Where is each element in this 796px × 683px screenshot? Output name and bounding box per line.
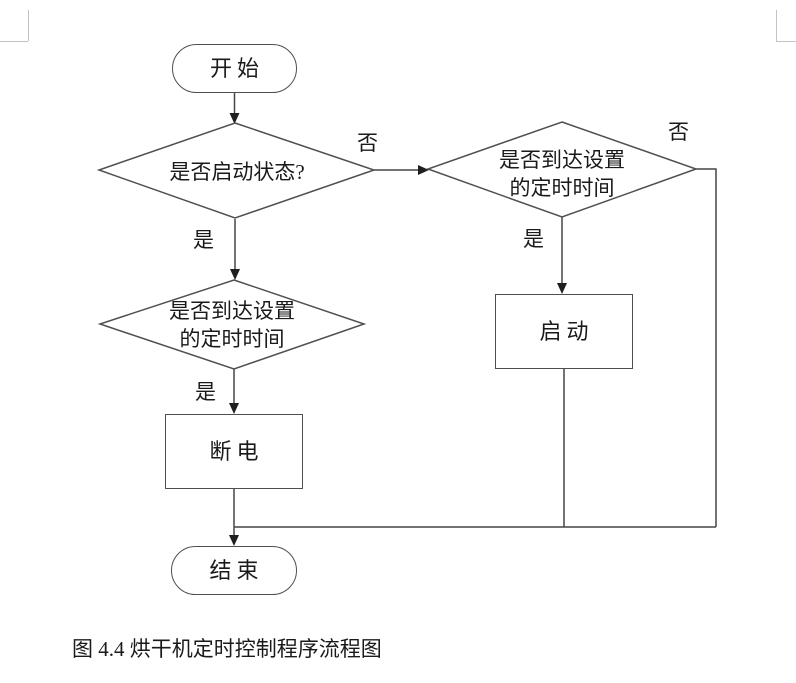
arrowhead-into-end	[229, 535, 239, 546]
decision-diamond-running-state	[96, 122, 377, 219]
line-decision2-no-loop	[696, 168, 717, 527]
end-label: 结束	[209, 557, 264, 583]
branch-yes-decision3: 是	[195, 380, 216, 404]
power-off-process: 断电	[165, 414, 303, 489]
arrowheads	[229, 113, 567, 546]
arrowhead-into-decision1	[229, 113, 240, 124]
margin-mark-top-left-vertical	[28, 10, 29, 41]
decision-diamond-timer-right	[425, 121, 699, 218]
branch-no-decision1: 否	[357, 131, 378, 155]
flow-lines	[233, 93, 717, 541]
decision-diamonds	[96, 121, 699, 370]
branch-yes-decision2: 是	[523, 227, 544, 251]
margin-mark-top-right-vertical	[776, 10, 777, 41]
margin-mark-top-right-horizontal	[776, 41, 796, 42]
start-terminator: 开始	[172, 44, 297, 93]
end-terminator: 结束	[171, 546, 297, 595]
decision-diamond-timer-left	[97, 279, 367, 370]
power-on-label: 启动	[539, 318, 594, 344]
start-label: 开始	[209, 55, 264, 81]
power-on-process: 启动	[495, 294, 633, 369]
arrowhead-into-decision2	[418, 165, 429, 175]
arrowhead-into-poweroff	[229, 403, 239, 414]
arrowhead-into-decision3	[230, 269, 240, 280]
power-off-label: 断电	[209, 438, 264, 464]
branch-no-decision2: 否	[668, 120, 689, 144]
margin-mark-top-left-horizontal	[0, 41, 28, 42]
branch-yes-decision1: 是	[193, 228, 214, 252]
arrowhead-into-poweron	[557, 283, 567, 294]
figure-caption: 图 4.4 烘干机定时控制程序流程图	[72, 637, 382, 661]
